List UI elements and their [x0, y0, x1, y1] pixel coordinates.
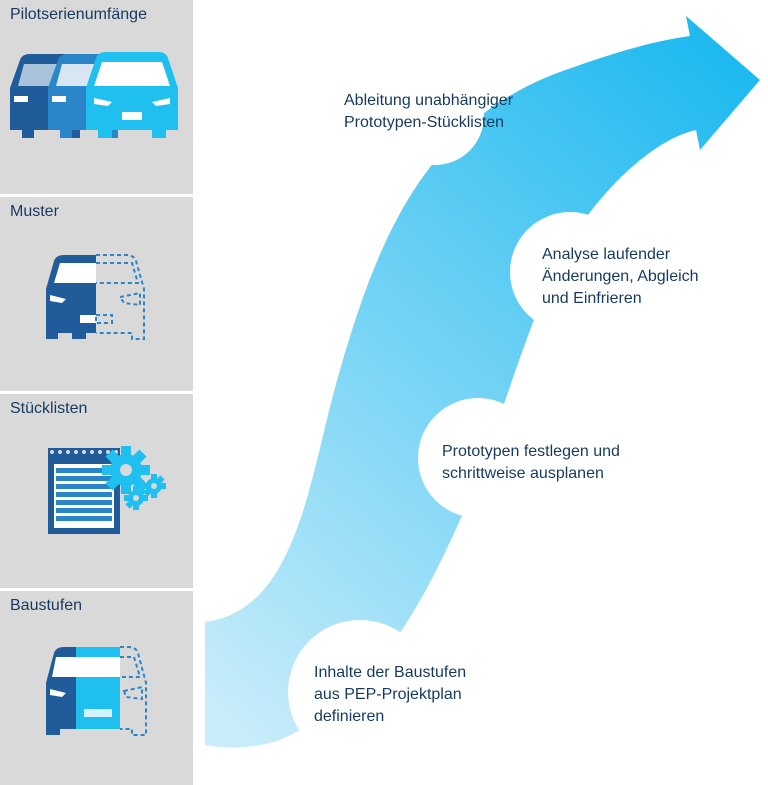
parts-list-gears-icon [48, 446, 166, 534]
panel-stuecklisten: Stücklisten [0, 394, 193, 588]
three-cars-icon [10, 52, 178, 138]
step-bubble [418, 398, 538, 518]
step-bubble [386, 67, 484, 165]
step-text-4: Inhalte der Baustufen aus PEP-Projektpla… [314, 664, 467, 725]
panel-pilotserienumfaenge: Pilotserienumfänge [0, 0, 193, 194]
step-text-1: Ableitung unabhängiger Prototypen-Stückl… [344, 92, 514, 131]
step-text-2: Analyse laufender Änderungen, Abgleich u… [542, 246, 699, 307]
car-outline-icon [46, 254, 145, 340]
step-bubble [510, 212, 630, 332]
step-bubble [288, 620, 432, 764]
car-build-stage-icon [46, 646, 147, 736]
panel-label: Stücklisten [10, 400, 88, 417]
arrow-shape [205, 16, 760, 748]
panel-muster: Muster [0, 197, 193, 391]
step-text-3: Prototypen festlegen und schrittweise au… [442, 443, 620, 482]
panel-baustufen: Baustufen [0, 591, 193, 785]
panel-label: Baustufen [10, 597, 83, 614]
panel-label: Pilotserienumfänge [10, 6, 147, 23]
panel-label: Muster [10, 203, 59, 220]
